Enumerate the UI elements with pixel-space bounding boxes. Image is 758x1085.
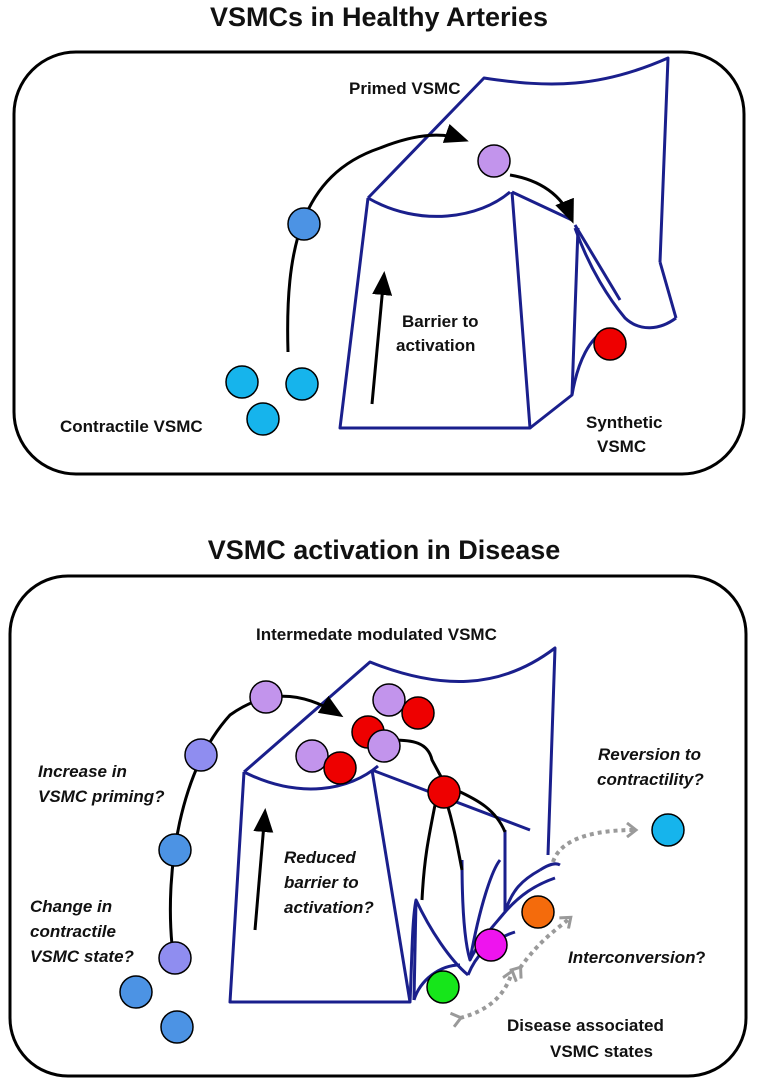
bottom-cells bbox=[119, 680, 685, 1044]
bottom-title: VSMC activation in Disease bbox=[208, 535, 561, 565]
cell-magenta bbox=[474, 928, 508, 962]
arrow-reversion bbox=[551, 830, 635, 863]
primed-label: Primed VSMC bbox=[349, 79, 460, 98]
priming-label-line2: VSMC priming? bbox=[38, 787, 165, 806]
change-label-line2: contractile bbox=[30, 922, 116, 941]
top-cells bbox=[225, 144, 627, 436]
change-label-line1: Change in bbox=[30, 897, 112, 916]
interconversion-word: Interconversion bbox=[568, 948, 696, 967]
cell-lilac bbox=[372, 683, 406, 717]
bottom-dotted-arrows bbox=[460, 830, 635, 1018]
cell-red bbox=[427, 775, 461, 809]
cell-blue bbox=[287, 207, 321, 241]
arrow-contractile-to-primed bbox=[286, 123, 469, 353]
branch-left bbox=[420, 799, 438, 901]
cell-red bbox=[323, 751, 357, 785]
barrier-label-line1: Barrier to bbox=[402, 312, 479, 331]
reduced-barrier-arrow bbox=[253, 808, 274, 931]
intermediate-label: Intermedate modulated VSMC bbox=[256, 625, 497, 644]
arrow-interconversion-lower bbox=[460, 972, 512, 1018]
cell-cyan bbox=[285, 367, 319, 401]
arrow-interconversion-upper bbox=[520, 918, 570, 968]
disease-label-line2: VSMC states bbox=[550, 1042, 653, 1061]
interconversion-question: ? bbox=[696, 948, 706, 967]
reversion-label-line2: contractility? bbox=[597, 770, 704, 789]
synthetic-label-line1: Synthetic bbox=[586, 413, 663, 432]
cell-synthetic bbox=[593, 327, 627, 361]
cell-blue bbox=[119, 975, 153, 1009]
top-arrows bbox=[286, 123, 574, 405]
disease-label-line1: Disease associated bbox=[507, 1016, 664, 1035]
barrier-label-line2: activation bbox=[396, 336, 475, 355]
branch-right bbox=[455, 788, 507, 833]
cell-blue bbox=[160, 1010, 194, 1044]
reduced-label-line1: Reduced bbox=[284, 848, 356, 867]
priming-label-line1: Increase in bbox=[38, 762, 127, 781]
branch-middle bbox=[444, 799, 464, 871]
cell-purple bbox=[158, 941, 192, 975]
arrow-contractile-to-intermediate bbox=[168, 694, 344, 946]
cell-blue bbox=[158, 833, 192, 867]
reduced-label-line2: barrier to bbox=[284, 873, 359, 892]
top-title: VSMCs in Healthy Arteries bbox=[210, 2, 548, 32]
contractile-label: Contractile VSMC bbox=[60, 417, 203, 436]
cell-primed bbox=[477, 144, 511, 178]
cell-cyan bbox=[225, 365, 259, 399]
synthetic-label-line2: VSMC bbox=[597, 437, 646, 456]
top-panel-frame bbox=[12, 50, 746, 476]
change-label-line3: VSMC state? bbox=[30, 947, 135, 966]
top-energy-landscape bbox=[338, 56, 678, 430]
arrow-primed-to-synthetic bbox=[509, 173, 574, 224]
cell-orange bbox=[521, 895, 555, 929]
cell-cyan bbox=[246, 402, 280, 436]
bottom-panel-frame bbox=[8, 574, 748, 1078]
cell-reverted bbox=[651, 813, 685, 847]
cell-lilac bbox=[249, 680, 283, 714]
interconversion-label: Interconversion? bbox=[568, 948, 706, 967]
barrier-arrow bbox=[370, 271, 393, 405]
cell-lilac bbox=[367, 729, 401, 763]
cell-green bbox=[426, 970, 460, 1004]
reduced-label-line3: activation? bbox=[284, 898, 374, 917]
cell-red bbox=[401, 696, 435, 730]
reversion-label-line1: Reversion to bbox=[598, 745, 701, 764]
cell-purple bbox=[184, 738, 218, 772]
cell-lilac bbox=[295, 739, 329, 773]
